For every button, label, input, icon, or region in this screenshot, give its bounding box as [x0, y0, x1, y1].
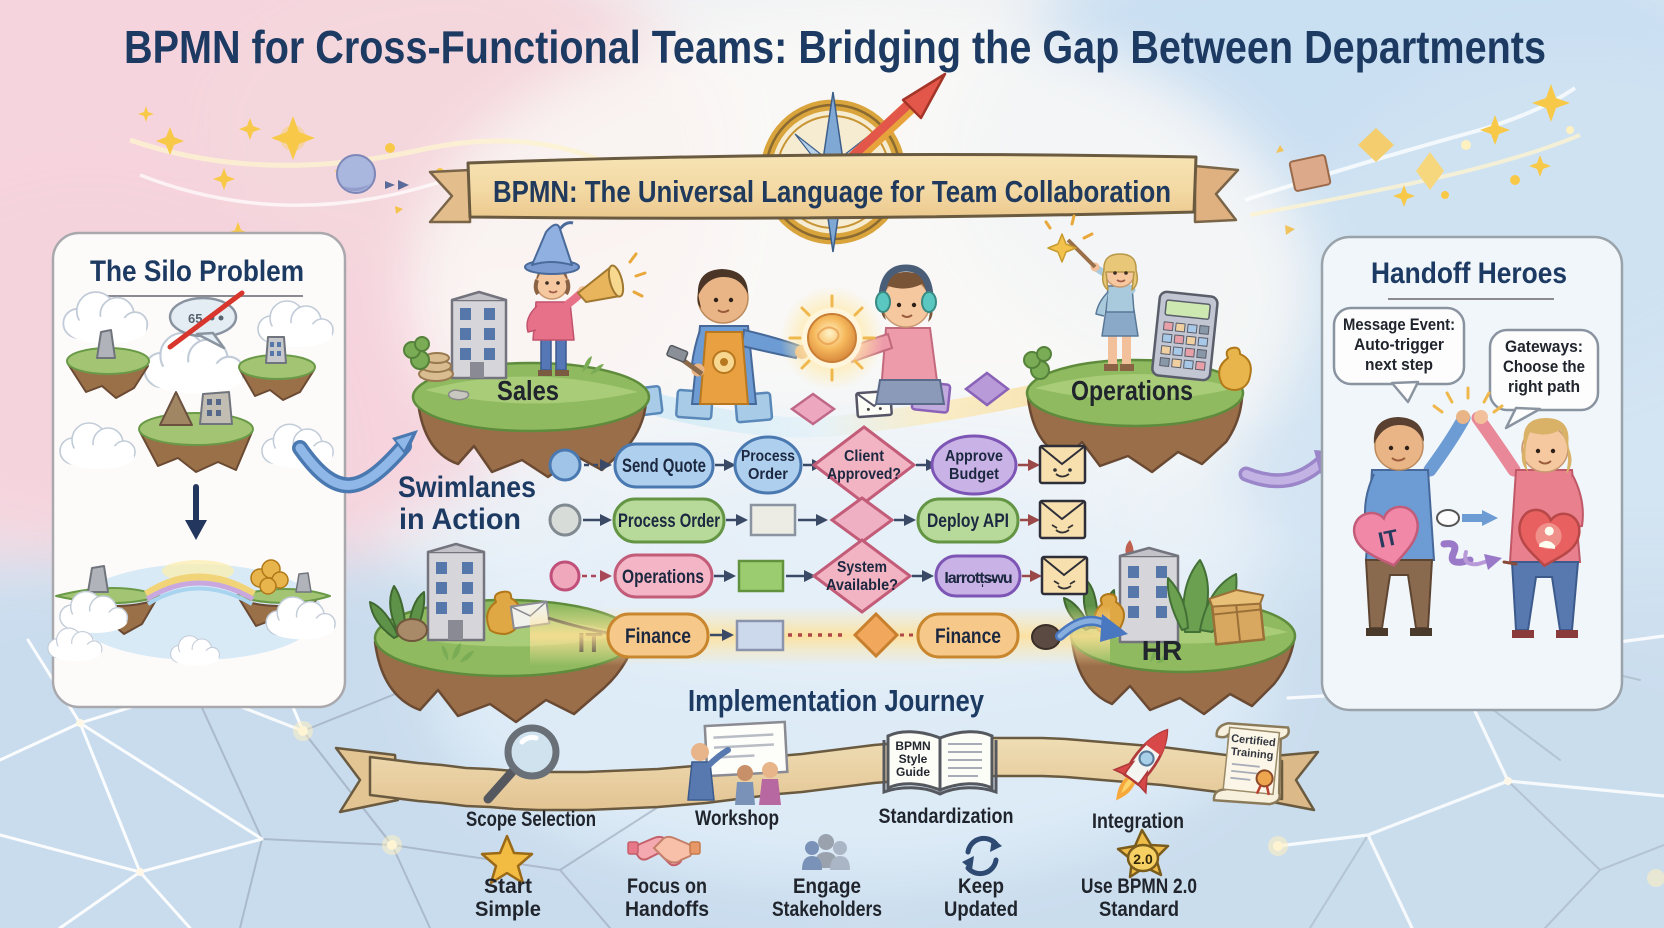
- svg-text:Handoff Heroes: Handoff Heroes: [1371, 257, 1567, 290]
- svg-text:Engage: Engage: [793, 874, 861, 898]
- svg-text:Budget: Budget: [949, 466, 1000, 483]
- svg-text:Updated: Updated: [944, 897, 1018, 921]
- svg-text:Operations: Operations: [1071, 375, 1193, 406]
- svg-text:Sales: Sales: [497, 375, 559, 406]
- svg-text:BPMN for Cross-Functional Team: BPMN for Cross-Functional Teams: Bridgin…: [124, 21, 1546, 73]
- svg-text:Deploy API: Deploy API: [927, 511, 1009, 532]
- svg-text:Approve: Approve: [945, 448, 1003, 465]
- svg-text:Iarrott̩s̶wu: Iarrott̩s̶wu: [944, 570, 1012, 587]
- svg-text:Finance: Finance: [935, 625, 1001, 648]
- svg-text:in Action: in Action: [399, 503, 521, 536]
- svg-text:Start: Start: [484, 874, 532, 898]
- svg-text:Finance: Finance: [625, 625, 691, 648]
- svg-text:Guide: Guide: [896, 765, 930, 779]
- svg-text:Integration: Integration: [1092, 809, 1184, 833]
- svg-text:Message Event:: Message Event:: [1343, 316, 1455, 334]
- svg-text:Use BPMN 2.0: Use BPMN 2.0: [1081, 874, 1197, 898]
- svg-text:Auto-trigger: Auto-trigger: [1354, 336, 1445, 354]
- svg-text:next step: next step: [1365, 356, 1433, 374]
- svg-text:Standardization: Standardization: [879, 804, 1014, 828]
- svg-text:Operations: Operations: [622, 567, 704, 588]
- svg-text:Scope Selection: Scope Selection: [466, 807, 596, 831]
- svg-text:Swimlanes: Swimlanes: [398, 471, 536, 504]
- svg-text:BPMN: The Universal Language f: BPMN: The Universal Language for Team Co…: [493, 174, 1171, 209]
- svg-text:Client: Client: [844, 448, 884, 465]
- svg-text:Order: Order: [748, 466, 788, 483]
- svg-text:Handoffs: Handoffs: [625, 897, 709, 921]
- svg-text:Stakeholders: Stakeholders: [772, 897, 882, 921]
- svg-text:BPMN: BPMN: [895, 739, 930, 753]
- svg-text:Style: Style: [899, 752, 928, 766]
- svg-text:Process Order: Process Order: [618, 511, 720, 532]
- svg-text:HR: HR: [1142, 635, 1182, 666]
- svg-text:Choose the: Choose the: [1503, 358, 1585, 376]
- svg-text:Process: Process: [741, 448, 795, 465]
- svg-text:The Silo Problem: The Silo Problem: [90, 255, 304, 288]
- svg-text:Gateways:: Gateways:: [1505, 338, 1583, 356]
- svg-text:System: System: [837, 559, 887, 576]
- svg-text:Certified: Certified: [1231, 733, 1277, 750]
- svg-text:Training: Training: [1230, 746, 1274, 762]
- svg-text:Approved?: Approved?: [827, 466, 901, 483]
- svg-text:Standard: Standard: [1099, 897, 1179, 921]
- svg-text:Simple: Simple: [475, 897, 541, 921]
- svg-text:Workshop: Workshop: [695, 806, 779, 830]
- svg-text:2.0: 2.0: [1133, 851, 1153, 867]
- svg-text:Send Quote: Send Quote: [622, 456, 706, 477]
- svg-text:Available?: Available?: [826, 577, 898, 594]
- svg-text:right path: right path: [1508, 378, 1580, 396]
- svg-text:Implementation Journey: Implementation Journey: [688, 683, 985, 718]
- svg-text:Focus on: Focus on: [627, 874, 707, 898]
- svg-text:Keep: Keep: [958, 874, 1004, 898]
